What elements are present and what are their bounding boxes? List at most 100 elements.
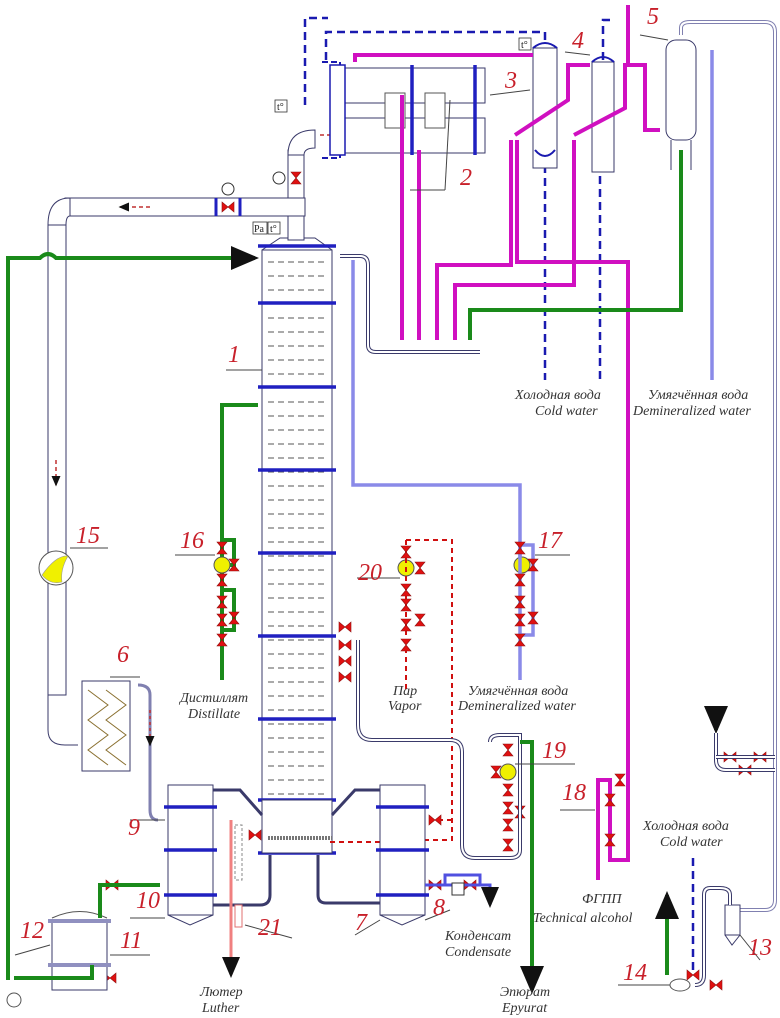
stream-epyurat-ru: Эпюрат	[500, 985, 550, 1000]
label-2: 2	[460, 165, 472, 191]
label-19: 19	[542, 738, 566, 764]
stream-demin-top-en: Demineralized water	[632, 404, 751, 419]
label-12: 12	[20, 918, 44, 944]
stream-vapor-en: Vapor	[388, 699, 422, 714]
stream-distillate-en: Distillate	[187, 707, 240, 722]
distillation-column-1	[258, 237, 336, 855]
stream-demin-top-ru: Умягчённая вода	[648, 388, 748, 403]
valve-icon[interactable]	[216, 633, 228, 647]
valve-icon[interactable]	[338, 639, 352, 651]
stream-luther-en: Luther	[201, 1001, 240, 1016]
valve-icon[interactable]	[514, 595, 526, 609]
valve-icon[interactable]	[604, 793, 616, 807]
valve-icon[interactable]	[614, 773, 626, 787]
valve-icon[interactable]	[502, 743, 514, 757]
instrument-tag-t-top: t°	[267, 221, 281, 235]
stream-cold-water-top-en: Cold water	[535, 404, 598, 419]
valve-icon[interactable]	[400, 618, 412, 632]
instrument-tag-t-separator: t°	[518, 37, 532, 51]
flowmeter-15	[38, 550, 74, 586]
valve-icon[interactable]	[216, 541, 228, 555]
valve-icon[interactable]	[216, 613, 228, 627]
valve-icon[interactable]	[502, 783, 514, 797]
label-17: 17	[538, 528, 563, 554]
stream-luther-ru: Лютер	[199, 985, 243, 1000]
valve-icon[interactable]	[502, 838, 514, 852]
valve-icon[interactable]	[502, 818, 514, 832]
label-10: 10	[136, 888, 160, 914]
valve-icon[interactable]	[338, 671, 352, 683]
heat-exchanger-6	[47, 680, 159, 822]
label-6: 6	[117, 642, 129, 668]
motor-valve-vertical[interactable]	[272, 171, 302, 185]
valve-icon[interactable]	[400, 638, 412, 652]
motor-valve-horizontal[interactable]	[214, 182, 242, 216]
separator-4	[591, 56, 615, 173]
valve-icon[interactable]	[686, 969, 700, 981]
pump-14[interactable]	[669, 978, 691, 992]
stream-vapor-ru: Пар	[392, 684, 417, 699]
valve-icon[interactable]	[414, 561, 426, 575]
valve-icon[interactable]	[216, 573, 228, 587]
valve-icon[interactable]	[228, 611, 240, 625]
svg-text:Pa: Pa	[254, 224, 265, 235]
evaporator-7	[316, 784, 429, 926]
valve-icon[interactable]	[502, 801, 514, 815]
separator-13	[724, 904, 741, 946]
svg-text:t°: t°	[277, 102, 284, 113]
label-11: 11	[120, 928, 142, 954]
instrument-tag-pa-top: Pa	[252, 221, 268, 235]
valve-icon[interactable]	[338, 621, 352, 633]
valve-icon[interactable]	[216, 595, 228, 609]
label-9: 9	[128, 815, 140, 841]
label-3: 3	[504, 68, 517, 94]
label-16: 16	[180, 528, 204, 554]
label-1: 1	[228, 342, 240, 368]
stream-technical-alcohol-ru: ФГПП	[582, 892, 622, 907]
valve-icon[interactable]	[400, 545, 412, 559]
label-20: 20	[358, 560, 382, 586]
valve-icon[interactable]	[514, 633, 526, 647]
stream-demin-mid-ru: Умягчённая вода	[468, 684, 568, 699]
label-8: 8	[433, 895, 445, 921]
stream-distillate-ru: Дистиллят	[178, 691, 248, 706]
stream-cold-water-bottom-en: Cold water	[660, 835, 723, 850]
stream-cold-water-bottom-ru: Холодная вода	[642, 819, 729, 834]
valve-icon[interactable]	[414, 613, 426, 627]
valve-icon[interactable]	[248, 829, 262, 841]
stream-condensate-en: Condensate	[445, 945, 511, 960]
valve-icon[interactable]	[428, 814, 442, 826]
svg-text:t°: t°	[270, 224, 277, 235]
flowmeter-19[interactable]	[499, 763, 517, 781]
stream-cold-water-top-ru: Холодная вода	[514, 388, 601, 403]
valve-icon[interactable]	[400, 598, 412, 612]
valve-icon[interactable]	[527, 611, 539, 625]
vessel-5	[665, 39, 697, 170]
valve-icon[interactable]	[514, 573, 526, 587]
evaporator-9	[164, 784, 264, 926]
flowmeter-17[interactable]	[513, 556, 531, 574]
valve-icon[interactable]	[514, 613, 526, 627]
label-7: 7	[355, 910, 368, 936]
valve-icon[interactable]	[338, 655, 352, 667]
label-18: 18	[562, 780, 586, 806]
label-5: 5	[647, 4, 659, 30]
valve-icon[interactable]	[514, 541, 526, 555]
flowmeter-16[interactable]	[213, 556, 231, 574]
condensers-2	[322, 61, 486, 159]
label-15: 15	[76, 523, 100, 549]
stream-epyurat-en: Epyurat	[501, 1001, 548, 1016]
valve-icon[interactable]	[709, 979, 723, 991]
stream-demin-mid-en: Demineralized water	[457, 699, 576, 714]
pump-12[interactable]	[6, 992, 22, 1008]
svg-text:t°: t°	[521, 40, 528, 51]
valve-icon[interactable]	[604, 833, 616, 847]
label-14: 14	[623, 960, 647, 986]
label-13: 13	[748, 935, 772, 961]
valve-icon[interactable]	[400, 583, 412, 597]
instrument-tag-t-condenser: t°	[274, 99, 288, 113]
label-21: 21	[258, 915, 282, 941]
stream-technical-alcohol-en: Technical alcohol	[533, 911, 633, 926]
separator-3	[532, 42, 558, 169]
